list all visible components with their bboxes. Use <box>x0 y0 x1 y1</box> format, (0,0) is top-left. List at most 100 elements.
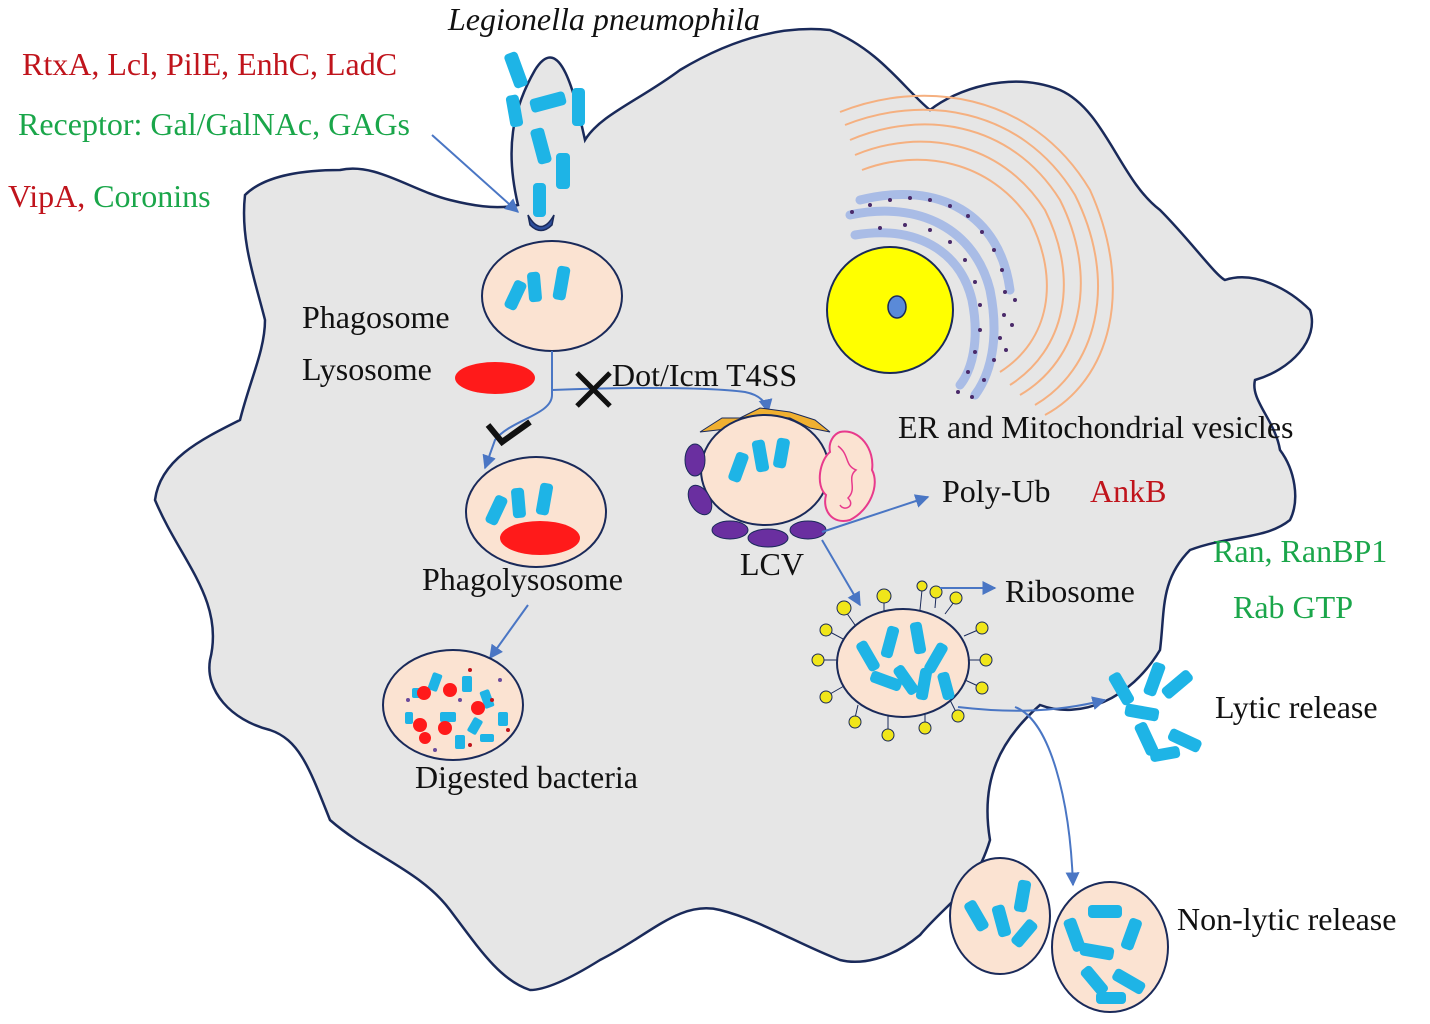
factor-line-vipa-coronins: VipA, Coronins <box>8 178 211 214</box>
er-band <box>855 189 1015 295</box>
ribosome-bead <box>918 721 932 735</box>
label-ribosome: Ribosome <box>1005 573 1135 609</box>
nucleolus <box>887 295 907 319</box>
er-band <box>845 206 999 400</box>
debris-dot <box>433 748 437 752</box>
receptor-cup <box>527 214 555 232</box>
ubiquitin-marker <box>711 520 749 540</box>
debris-dot <box>490 698 494 702</box>
bead-stalk <box>963 629 979 637</box>
phagolysosome-lysosome <box>500 521 580 555</box>
ribosome-bead <box>975 621 989 635</box>
bacterium <box>1079 942 1115 961</box>
er-ribosome-dot <box>908 196 912 200</box>
bacterium <box>530 127 552 165</box>
label-non-lytic-release: Non-lytic release <box>1177 901 1396 937</box>
bacterium <box>504 280 527 311</box>
ribosome-bead <box>979 653 993 667</box>
bacterium <box>1011 919 1038 948</box>
er-ribosome-dot <box>878 226 882 230</box>
ribosome-bead <box>811 653 825 667</box>
golgi-cisterna <box>854 140 1065 386</box>
ubiquitin-marker <box>687 484 713 516</box>
lysosome-granule <box>471 701 485 715</box>
ubiquitin-marker <box>684 443 706 477</box>
er-ribosome-dot <box>1003 290 1007 294</box>
ribosome-bead <box>949 591 963 605</box>
fragment <box>498 712 508 726</box>
fragment <box>480 734 494 742</box>
er-ribosome-dot <box>982 378 986 382</box>
bacterium <box>1080 965 1109 996</box>
ribosome-bead <box>836 600 852 616</box>
bacterium <box>1013 879 1032 913</box>
bacterium <box>924 642 948 674</box>
check-mark-icon <box>485 419 532 447</box>
label-phagosome: Phagosome <box>302 299 450 335</box>
bacterium <box>893 665 919 695</box>
bacterium <box>1108 672 1135 706</box>
bacterium <box>1161 670 1193 699</box>
factor-line-receptors: Receptor: Gal/GalNAc, GAGs <box>18 106 410 142</box>
bacterium <box>856 640 880 672</box>
debris-dot <box>468 668 472 672</box>
er-ribosome-dot <box>956 390 960 394</box>
label-phagolysosome: Phagolysosome <box>422 561 623 597</box>
ribosome-beads <box>811 580 993 742</box>
label-lytic-release: Lytic release <box>1215 689 1378 725</box>
er-ribosome-dot <box>850 210 854 214</box>
bacterium <box>556 153 570 189</box>
bacterium <box>505 94 524 128</box>
label-rab-gtp: Rab GTP <box>1233 589 1353 625</box>
er-ribosome-dot <box>888 198 892 202</box>
arrow-to-poly-ub <box>821 494 930 533</box>
label-digested-bacteria: Digested bacteria <box>415 759 638 795</box>
bead-stalk <box>829 685 845 695</box>
ribosome-bead <box>848 715 862 729</box>
er-ribosome-dot <box>992 358 996 362</box>
ubiquitin-marker <box>789 520 827 540</box>
debris-dot <box>506 728 510 732</box>
er-ribosome-dot <box>903 223 907 227</box>
bacterium <box>870 671 902 691</box>
er-ribosome-dot <box>1000 268 1004 272</box>
er-ribosome-dot <box>966 370 970 374</box>
bacterium <box>527 271 542 303</box>
er-ribosome-dot <box>1013 298 1017 302</box>
bacterium <box>1143 662 1166 697</box>
ribosome-bead <box>951 709 965 723</box>
er-ribosome-dot <box>963 258 967 262</box>
mitochondrion-cristae <box>837 445 858 509</box>
incoming-bacteria <box>504 51 585 217</box>
fragment <box>467 717 483 735</box>
debris-dot <box>498 678 502 682</box>
lysosome-granule <box>413 718 427 732</box>
label-ran-ranbp1: Ran, RanBP1 <box>1213 533 1387 569</box>
er-ribosome-dot <box>1004 348 1008 352</box>
arrow-to-non-lytic-release <box>1014 706 1080 887</box>
bacterium <box>880 625 900 659</box>
er-ribosome-dot <box>1002 313 1006 317</box>
er-ribosome-dots <box>850 196 1017 399</box>
bacterium <box>1112 968 1146 995</box>
label-dot-icm: Dot/Icm T4SS <box>612 357 797 393</box>
label-lysosome: Lysosome <box>302 351 432 387</box>
er-ribosome-dot <box>998 336 1002 340</box>
arrow-to-digested <box>489 604 529 660</box>
bacterium <box>552 265 571 301</box>
lcv-group <box>684 407 876 548</box>
lytic-release-bacteria <box>1108 662 1202 762</box>
lysosome <box>455 362 535 394</box>
bacterium <box>773 437 790 469</box>
fragment <box>479 689 495 709</box>
golgi-apparatus <box>839 94 1114 416</box>
title-legionella: Legionella pneumophila <box>447 1 760 37</box>
fragment <box>405 712 413 724</box>
block-x-icon <box>575 371 612 408</box>
bacterium <box>1121 918 1142 951</box>
bacterium <box>529 91 567 113</box>
golgi-cisterna <box>844 108 1100 406</box>
bacterium <box>728 451 749 483</box>
arrow-to-replicative-vacuole <box>821 539 861 607</box>
